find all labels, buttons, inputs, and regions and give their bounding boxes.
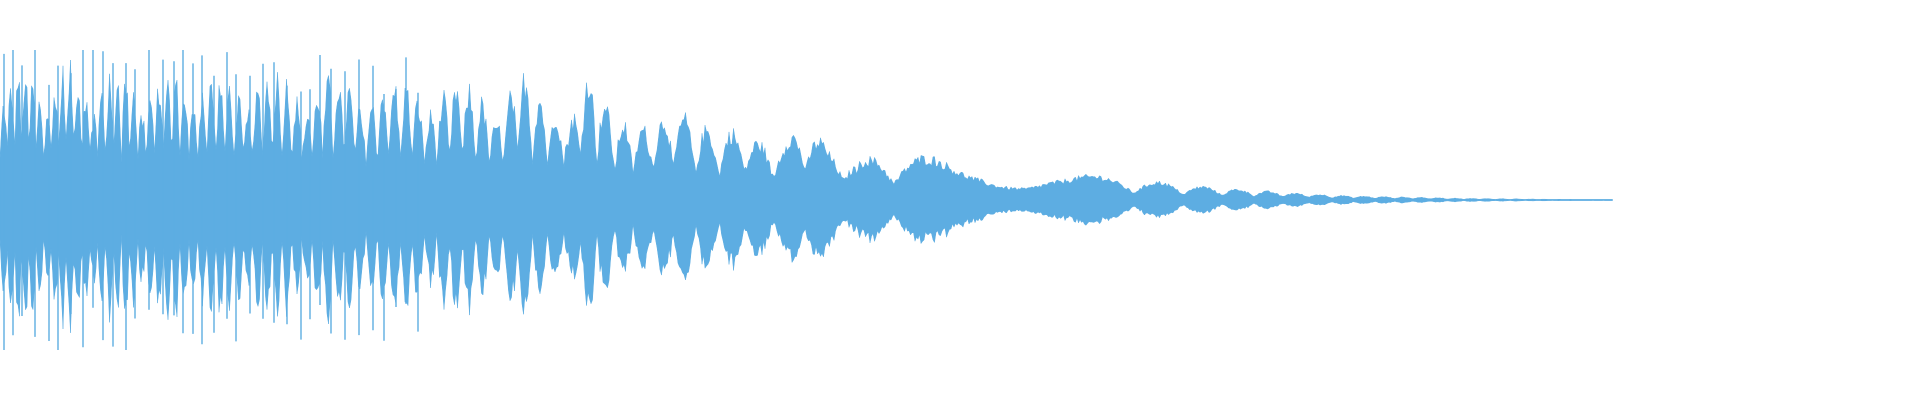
waveform-peaks (0, 50, 1613, 350)
waveform-body (0, 59, 1613, 333)
